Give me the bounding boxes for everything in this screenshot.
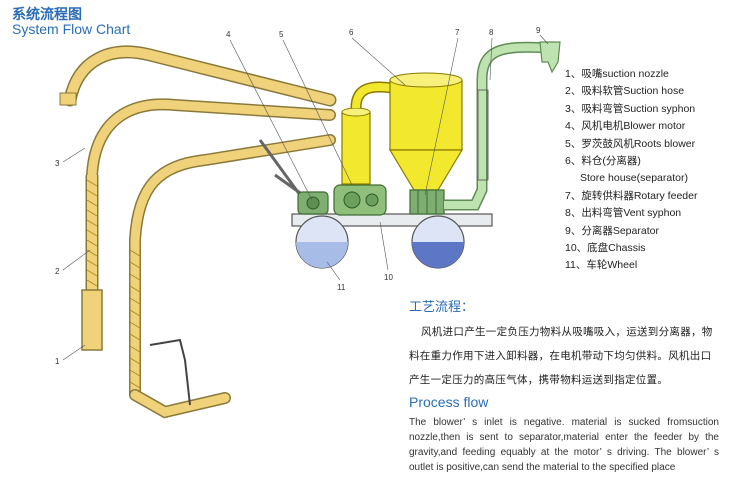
legend-item: 11、车轮Wheel bbox=[565, 259, 638, 272]
process-body-en: The blower’ s inlet is negative. materia… bbox=[409, 417, 719, 473]
callout-4: 4 bbox=[226, 30, 231, 39]
syphon-end-cap bbox=[59, 92, 77, 106]
vent-bracket bbox=[477, 89, 489, 181]
filter-cylinder bbox=[341, 111, 371, 185]
store-house bbox=[389, 79, 463, 151]
nozzle-handle bbox=[149, 338, 191, 406]
legend-item: 10、底盘Chassis bbox=[565, 242, 646, 255]
legend-item: 4、风机电机Blower motor bbox=[565, 120, 686, 133]
page-title-en: System Flow Chart bbox=[12, 21, 131, 37]
separator bbox=[539, 41, 561, 74]
callout-6: 6 bbox=[349, 28, 354, 37]
process-title-cn: 工艺流程： bbox=[409, 300, 475, 315]
callout-5: 5 bbox=[279, 30, 284, 39]
callout-numbers: 1 2 3 4 5 6 7 8 9 10 11 bbox=[55, 26, 541, 366]
callout-9: 9 bbox=[536, 26, 541, 35]
hose-spiral-left bbox=[86, 179, 98, 287]
process-title-en: Process flow bbox=[409, 394, 489, 410]
legend-item: 5、罗茨鼓风机Roots blower bbox=[565, 137, 696, 150]
callouts bbox=[62, 34, 549, 361]
callout-1: 1 bbox=[55, 357, 60, 366]
suction-nozzle bbox=[81, 289, 103, 351]
legend-item: 3、吸料弯管Suction syphon bbox=[565, 102, 696, 115]
legend-item: 7、旋转供料器Rotary feeder bbox=[565, 189, 698, 202]
process-body-cn: 风机进口产生一定负压力物料从吸嘴吸入，运送到分离器，物料在重力作用下进入卸料器，… bbox=[409, 326, 713, 386]
legend-item: 9、分离器Separator bbox=[565, 224, 659, 237]
legend-item: 2、吸料软管Suction hose bbox=[565, 85, 685, 98]
callout-3: 3 bbox=[55, 159, 60, 168]
hose-spiral-right bbox=[129, 249, 141, 389]
page-title-cn: 系统流程图 bbox=[12, 7, 82, 23]
legend-item: 8、出料弯管Vent syphon bbox=[565, 207, 682, 220]
callout-11: 11 bbox=[337, 283, 346, 292]
legend-item: 1、吸嘴suction nozzle bbox=[565, 68, 669, 80]
store-house-cone bbox=[388, 149, 464, 191]
callout-8: 8 bbox=[489, 28, 494, 37]
legend-item: 6、料仓(分离器) bbox=[565, 155, 641, 168]
callout-2: 2 bbox=[55, 267, 60, 276]
legend-item: Store house(separator) bbox=[580, 172, 688, 185]
callout-7: 7 bbox=[455, 28, 460, 37]
callout-10: 10 bbox=[384, 273, 393, 282]
component-legend: 1、吸嘴suction nozzle 2、吸料软管Suction hose 3、… bbox=[565, 66, 697, 275]
